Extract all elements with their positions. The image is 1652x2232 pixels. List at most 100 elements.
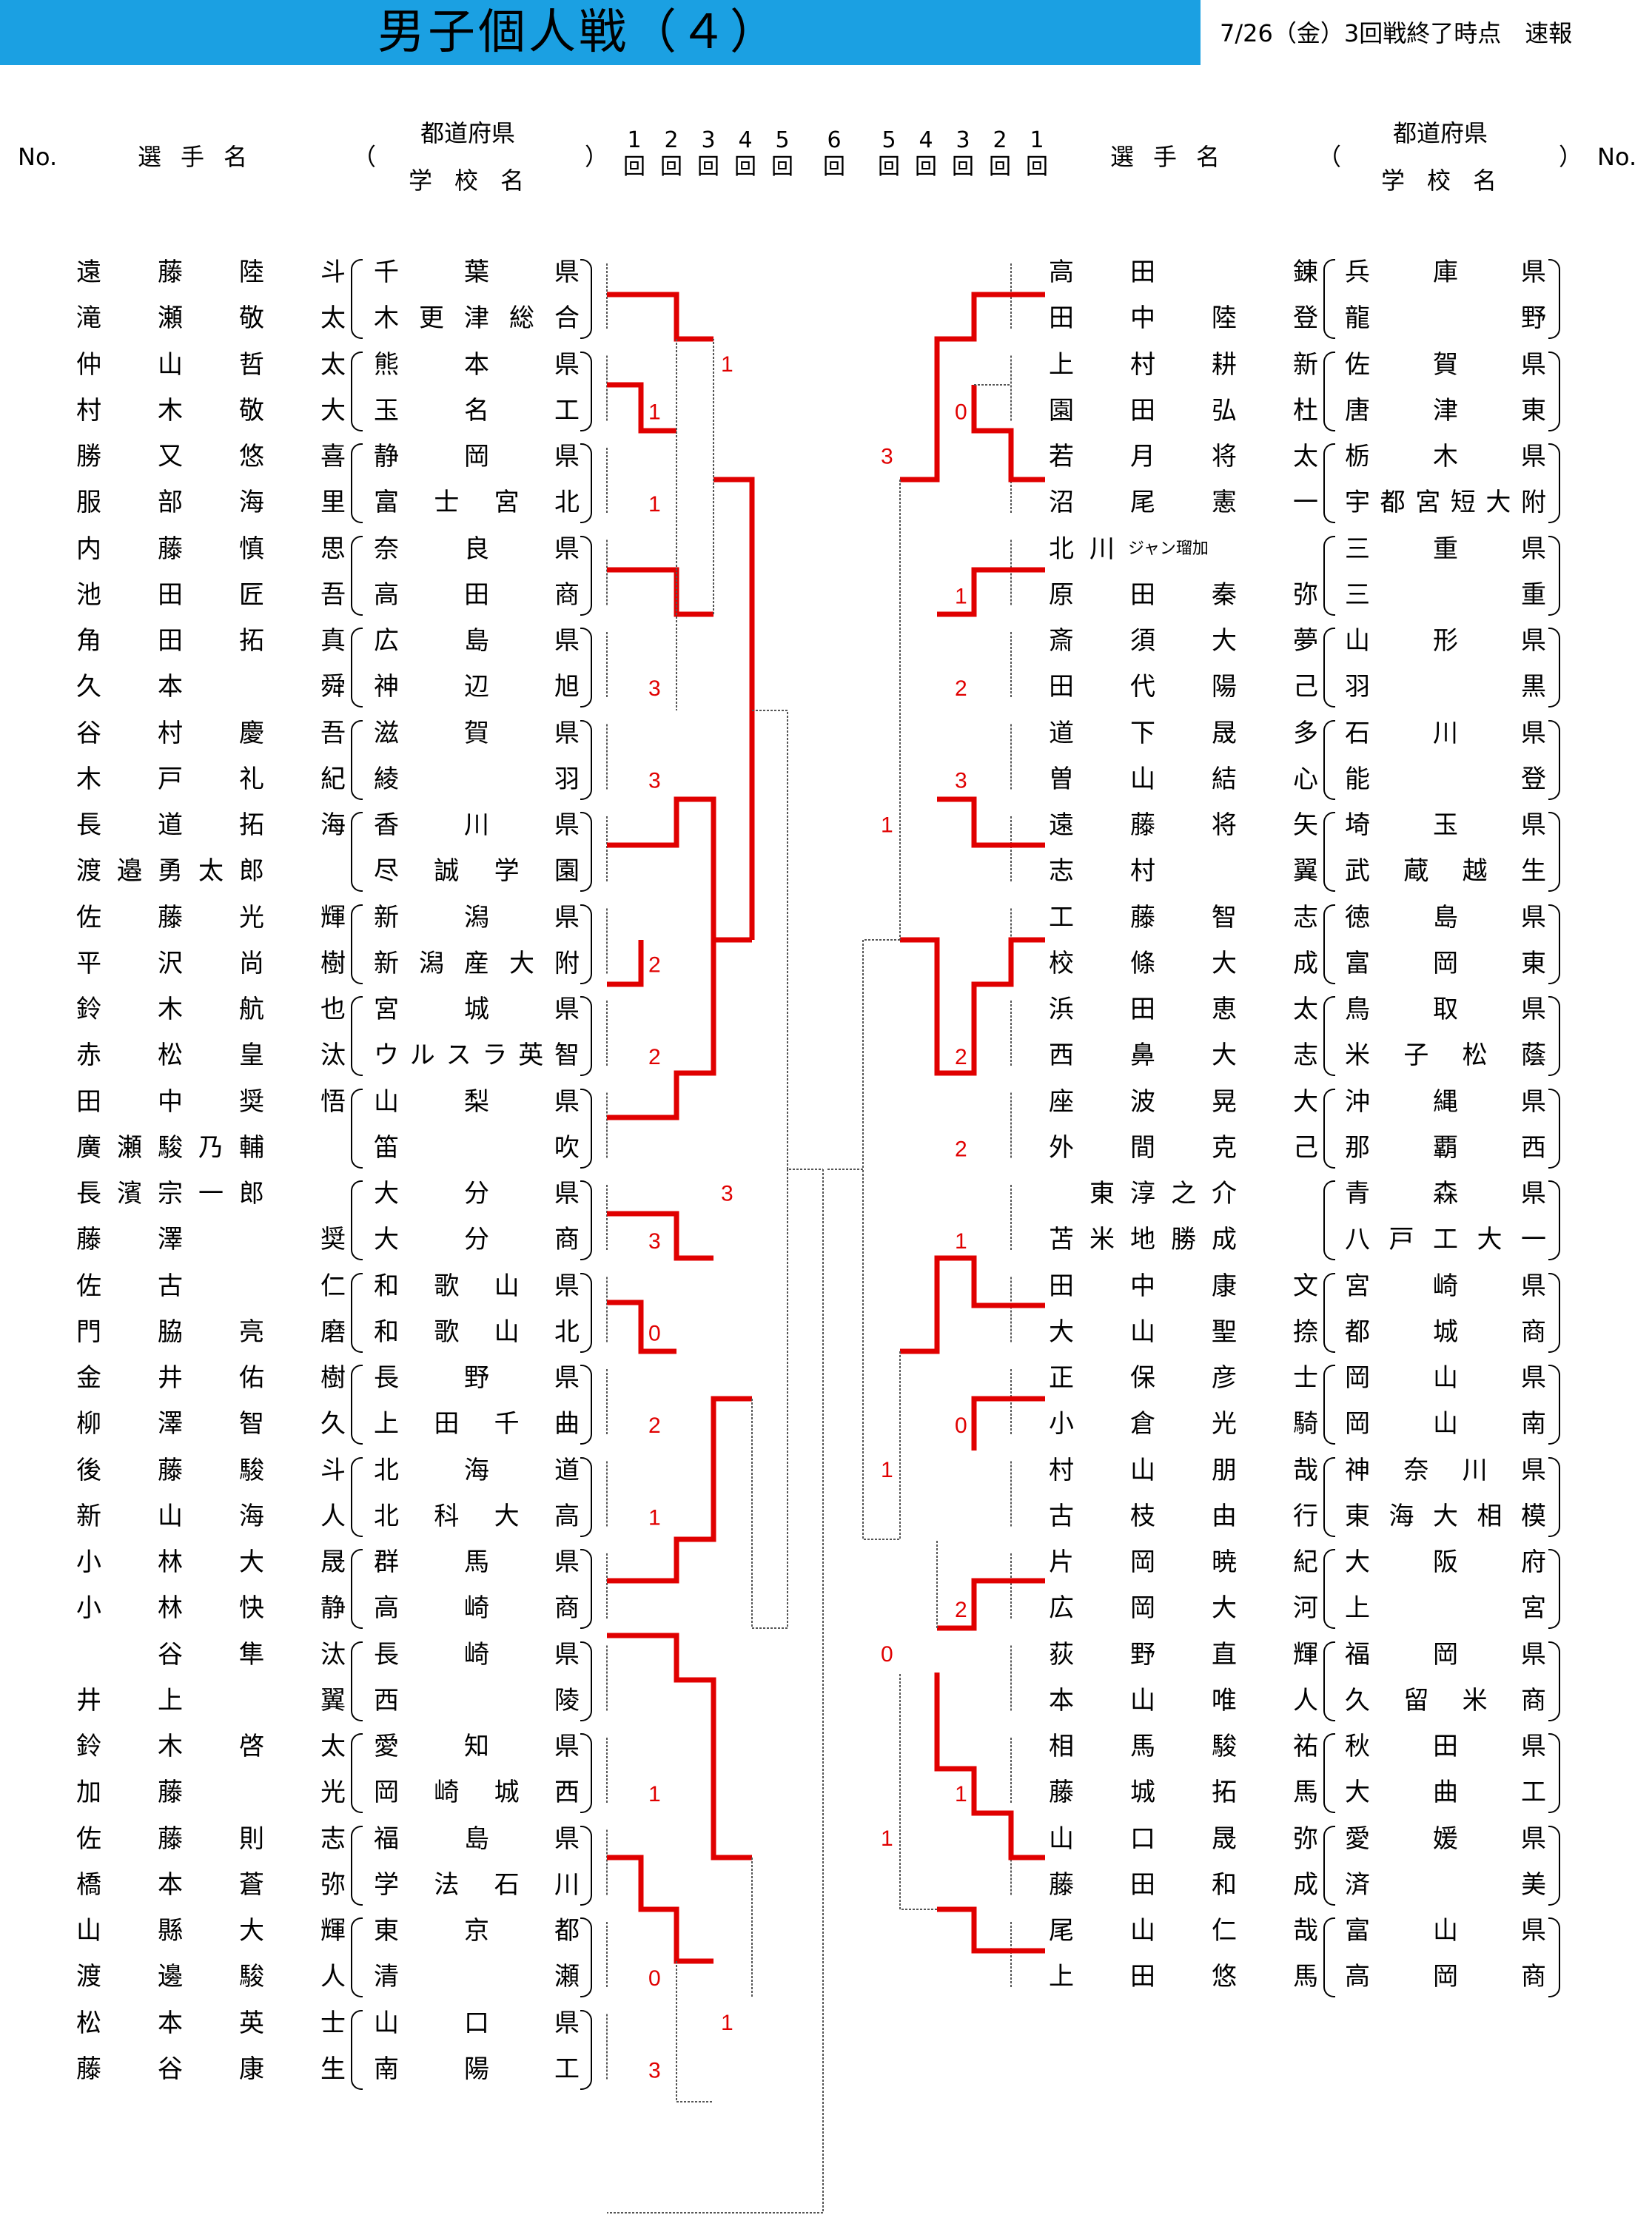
- paren-bracket-right: [1548, 1641, 1560, 1721]
- name-char: 荻: [1049, 1639, 1074, 1670]
- winner-path: [971, 385, 1045, 483]
- text-char: 野: [464, 1363, 489, 1393]
- name-char: 山: [1130, 1685, 1155, 1715]
- name-char: 輝: [320, 1916, 346, 1946]
- match-score: 1: [955, 585, 967, 609]
- name-char: 田: [158, 579, 183, 610]
- text-char: 県: [554, 995, 580, 1024]
- text-char: 県: [554, 810, 580, 840]
- name-char: 河: [1293, 1593, 1318, 1623]
- text-char: 羽: [554, 764, 580, 794]
- text-char: 県: [1521, 1271, 1546, 1301]
- name-char: 遠: [76, 258, 101, 287]
- text-char: ル: [409, 1041, 435, 1070]
- text-char: 生: [1521, 856, 1546, 886]
- name-char: 康: [239, 2054, 264, 2084]
- name-char: 上: [1049, 1962, 1074, 1991]
- text-char: 工: [1433, 1225, 1458, 1254]
- name-char: 勝: [76, 442, 101, 471]
- text-char: 高: [554, 1501, 580, 1531]
- round-unit: 回: [878, 154, 900, 180]
- paren-bracket-left: [1323, 1917, 1335, 1997]
- text-char: 宮: [1415, 488, 1441, 517]
- text-char: 静: [374, 442, 399, 471]
- text-char: 城: [494, 1778, 520, 1807]
- name-char: 倉: [1130, 1409, 1155, 1439]
- name-char: 士: [320, 2008, 346, 2038]
- name-char: 波: [1130, 1086, 1155, 1117]
- match-score: 3: [648, 2059, 661, 2083]
- match-score: 2: [648, 1414, 661, 1438]
- name-char: 藤: [1049, 1869, 1074, 1900]
- name-char: 宗: [158, 1179, 183, 1209]
- text-char: 崎: [464, 1593, 489, 1623]
- name-char: 尚: [239, 948, 264, 978]
- text-char: 岡: [1433, 948, 1458, 978]
- text-char: 県: [1521, 1363, 1546, 1393]
- paren-bracket-left: [351, 812, 363, 892]
- name-char: 太: [320, 349, 346, 380]
- text-char: 蔭: [1521, 1041, 1546, 1070]
- text-char: 羽: [1345, 672, 1370, 702]
- round-number: 5: [882, 127, 896, 153]
- text-char: 玉: [374, 395, 399, 426]
- text-char: 秋: [1345, 1732, 1370, 1761]
- text-char: 工: [554, 2054, 580, 2084]
- text-char: 津: [1433, 395, 1458, 426]
- round-unit: 回: [734, 154, 756, 180]
- name-char: 奨: [239, 1086, 264, 1117]
- name-char: 井: [158, 1363, 183, 1393]
- name-char: 仲: [76, 349, 101, 380]
- text-char: 県: [554, 1363, 580, 1393]
- name-char: 久: [76, 672, 101, 702]
- text-char: 熊: [374, 349, 399, 380]
- round-number: 1: [1030, 127, 1044, 153]
- name-char: 田: [1130, 1962, 1155, 1991]
- paren-bracket-right: [580, 1456, 592, 1537]
- text-char: 本: [464, 349, 489, 380]
- text-char: 学: [374, 1869, 399, 1900]
- name-char: 藤: [76, 2054, 101, 2084]
- name-char: 也: [320, 995, 346, 1024]
- name-char: 勇: [158, 856, 183, 886]
- name-char: 晟: [1212, 718, 1237, 748]
- name-char: 唯: [1212, 1685, 1237, 1715]
- paren-bracket-left: [1323, 1641, 1335, 1721]
- text-char: 石: [1345, 718, 1370, 748]
- match-score: 3: [721, 1182, 733, 1206]
- text-char: 葉: [464, 258, 489, 287]
- name-char: 田: [1130, 258, 1155, 287]
- text-char: 分: [464, 1225, 489, 1254]
- name-char: 本: [158, 2008, 183, 2038]
- text-char: 武: [1345, 856, 1370, 886]
- name-char: 士: [1293, 1363, 1318, 1393]
- text-char: 高: [374, 1593, 399, 1623]
- name-char: 汰: [320, 1041, 346, 1070]
- name-char: 吾: [320, 579, 346, 610]
- text-char: 大: [494, 1501, 520, 1531]
- name-char: 斗: [320, 258, 346, 287]
- name-header-left: 選手名: [138, 143, 267, 171]
- name-char: 西: [1049, 1041, 1074, 1070]
- match-score: 1: [955, 1782, 967, 1806]
- name-char: 座: [1049, 1086, 1074, 1117]
- text-char: 南: [1521, 1409, 1546, 1439]
- title-bar: [0, 0, 1201, 65]
- text-char: 都: [1345, 1317, 1370, 1347]
- paren-bracket-left: [1323, 1549, 1335, 1629]
- pref-header-left: 都道府県: [420, 119, 516, 147]
- text-char: 大: [1485, 488, 1511, 517]
- name-char: 本: [1049, 1685, 1074, 1715]
- text-char: 県: [1521, 1823, 1546, 1854]
- text-char: 福: [1345, 1639, 1370, 1670]
- text-char: 産: [464, 948, 489, 978]
- paren-bracket-left: [351, 443, 363, 523]
- text-char: 埼: [1345, 810, 1370, 840]
- name-char: 快: [239, 1593, 264, 1623]
- round-unit: 回: [697, 154, 719, 180]
- text-char: 道: [554, 1455, 580, 1485]
- text-char: 工: [554, 395, 580, 426]
- match-score: 2: [648, 953, 661, 978]
- text-char: 県: [1521, 810, 1546, 840]
- name-char: 智: [239, 1409, 264, 1439]
